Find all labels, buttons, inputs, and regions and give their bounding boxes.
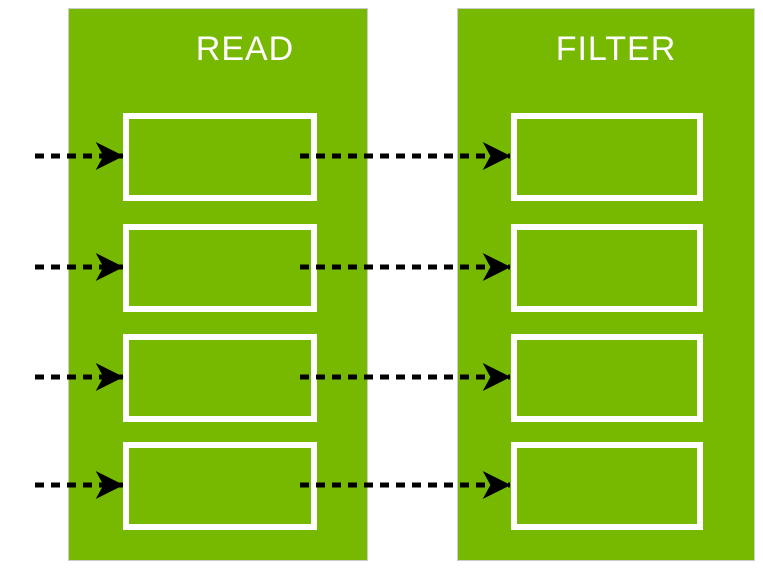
filter-panel-title: FILTER — [555, 30, 677, 68]
read-task-box-2 — [123, 224, 317, 312]
read-task-box-3 — [123, 334, 317, 422]
filter-task-box-4 — [511, 442, 703, 530]
filter-task-box-1 — [511, 113, 703, 201]
read-task-box-4 — [123, 442, 317, 530]
filter-task-box-2 — [511, 224, 703, 312]
read-stage-panel: READ — [68, 8, 368, 561]
filter-task-box-3 — [511, 334, 703, 422]
read-task-box-1 — [123, 113, 317, 201]
filter-stage-panel: FILTER — [457, 8, 755, 561]
read-panel-title: READ — [195, 30, 295, 68]
